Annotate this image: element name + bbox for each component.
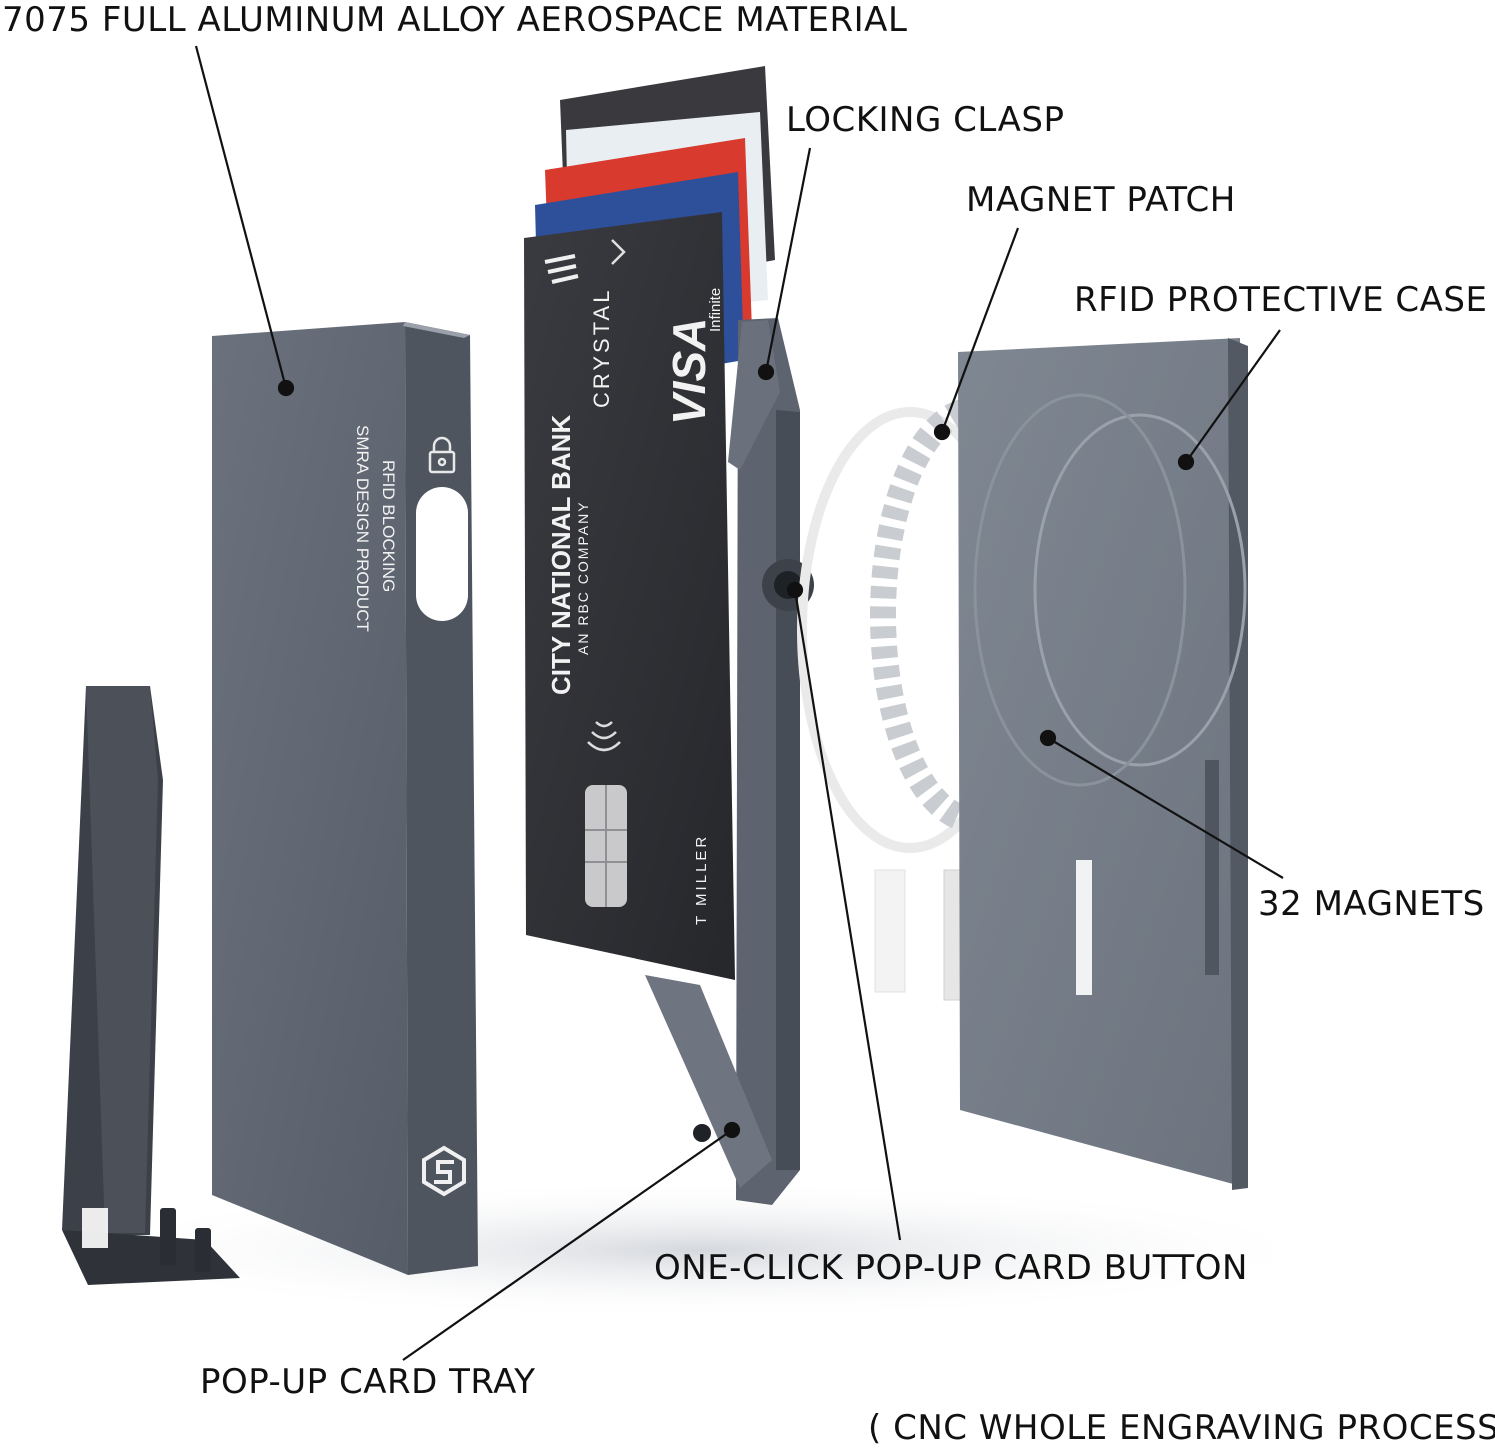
label-cnc-process: ( CNC WHOLE ENGRAVING PROCESS ) [868, 1408, 1495, 1448]
callout-dot-material [277, 379, 295, 397]
crystal-mark-icon [611, 239, 626, 265]
aluminum-shell [212, 322, 478, 1275]
label-32-magnets: 32 MAGNETS [1258, 884, 1485, 924]
label-magnet-patch: MAGNET PATCH [966, 180, 1236, 220]
card-network-tier: Infinite [707, 288, 724, 332]
contactless-icon [587, 721, 621, 752]
callout-dot-popup-button [786, 581, 804, 599]
label-material: 7075 FULL ALUMINUM ALLOY AEROSPACE MATER… [2, 0, 908, 40]
bank-logo-icon [544, 254, 579, 284]
shell-engraving-line2: SMRA DESIGN PRODUCT [353, 425, 372, 632]
lock-icon [428, 436, 456, 474]
label-popup-button: ONE-CLICK POP-UP CARD BUTTON [654, 1248, 1248, 1288]
card-bank-sub: AN RBC COMPANY [575, 500, 591, 655]
label-locking-clasp: LOCKING CLASP [786, 100, 1065, 140]
card-product: CRYSTAL [589, 288, 614, 408]
card-holder: T MILLER [693, 834, 710, 925]
label-rfid-case: RFID PROTECTIVE CASE [1074, 280, 1488, 320]
rfid-protective-case [958, 338, 1248, 1190]
callout-dot-magnets [1039, 729, 1057, 747]
callout-dot-popup-tray [723, 1121, 741, 1139]
credit-card-front [524, 212, 735, 980]
shell-window [416, 487, 468, 621]
shell-engraving-line1: RFID BLOCKING [379, 460, 398, 592]
wallet-stand [62, 686, 240, 1285]
card-network: VISA [663, 318, 715, 425]
callout-dot-magnet-patch [933, 423, 951, 441]
label-popup-tray: POP-UP CARD TRAY [200, 1362, 536, 1402]
callout-lines [194, 45, 1284, 1361]
card-bank-name: CITY NATIONAL BANK [546, 415, 576, 695]
locking-clasp [728, 320, 780, 470]
card-tray-frame [645, 318, 814, 1205]
brand-logo-icon [422, 1145, 466, 1197]
callout-dot-rfid-case [1177, 453, 1195, 471]
callout-dot-clasp [757, 363, 775, 381]
